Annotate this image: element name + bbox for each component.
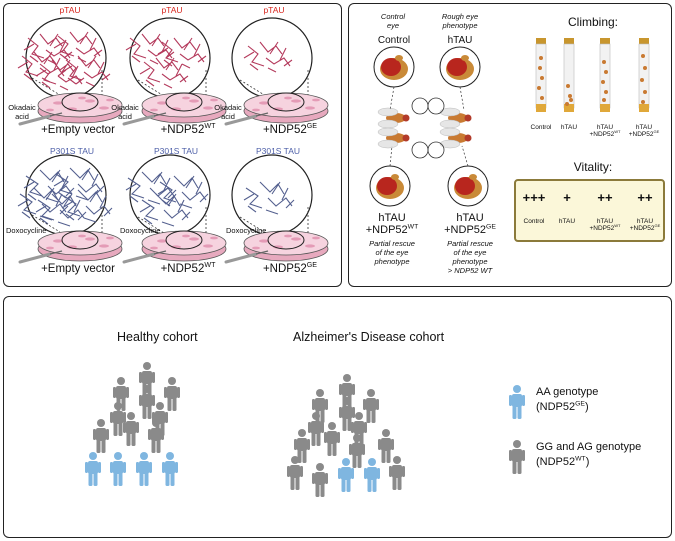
fly-control-label: Control [377,35,411,46]
ad-cohort-title: Alzheimer's Disease cohort [293,330,445,344]
fly-bottom-left-note: Partial rescue of the eye phenotype [369,239,415,266]
p301s-label-1: P301S TAU [49,146,95,156]
control-eye-caption: Control eye [380,12,406,30]
healthy-cohort-people [93,362,180,453]
vitality-group-ge: hTAU+NDP52GE [629,218,661,233]
climbing-title: Climbing: [567,15,619,29]
okadaic-acid-label-2: Okadaic acid [111,103,139,121]
ptau-label-2: pTAU [161,5,183,15]
vitality-box [514,179,665,242]
fly-htau-label: hTAU [447,35,473,46]
fly-bottom-right-note: Partial rescue of the eye phenotype > ND… [447,239,493,275]
healthy-cohort-title: Healthy cohort [117,330,198,344]
legend-aa-genotype: AA genotype (NDP52GE) [536,386,599,413]
okadaic-acid-label-3: Okadaic acid [214,103,242,121]
legend-aa-person-icon [509,385,525,419]
climbing-group-ge: hTAU+NDP52GE [628,124,660,139]
climbing-group-wt: hTAU+NDP52WT [589,124,621,139]
vitality-score-control: +++ [522,190,546,205]
vitality-group-control: Control [523,218,545,225]
ptau-label-1: pTAU [59,5,81,15]
vitality-score-wt: ++ [597,190,613,205]
row1-condition-2: +NDP52WT [160,122,216,136]
vitality-score-htau: + [563,190,571,205]
doxocycline-label-1: Doxocycline [6,226,47,235]
climbing-group-htau: hTAU [560,124,578,131]
row2-condition-1: +Empty vector [41,263,115,275]
doxocycline-label-3: Doxocycline [226,226,267,235]
climbing-group-control: Control [530,124,552,131]
row1-col2 [122,17,227,126]
row1-col1 [17,17,123,126]
row2-condition-3: +NDP52GE [262,261,318,275]
healthy-cohort-aa-people [85,452,178,486]
vitality-group-htau: hTAU [558,218,576,225]
row2-condition-2: +NDP52WT [160,261,216,275]
row2-col2 [122,154,227,264]
fly-bottom-right-label: hTAU +NDP52GE [444,212,496,237]
row2-col3 [224,154,329,264]
legend-gg-ag-genotype: GG and AG genotype (NDP52WT) [536,441,642,468]
p301s-label-2: P301S TAU [153,146,199,156]
vitality-score-ge: ++ [637,190,653,205]
okadaic-acid-label-1: Okadaic acid [8,103,36,121]
p301s-label-3: P301S TAU [255,146,301,156]
doxocycline-label-2: Doxocycline [120,226,161,235]
legend-gg-person-icon [509,440,525,474]
vitality-group-wt: hTAU+NDP52WT [589,218,621,233]
row1-condition-1: +Empty vector [41,124,115,136]
rough-eye-caption: Rough eye phenotype [441,12,479,30]
ptau-label-3: pTAU [263,5,285,15]
row1-col3 [224,17,329,126]
row1-condition-3: +NDP52GE [262,122,318,136]
row2-col1 [17,154,123,264]
fly-bottom-left-label: hTAU +NDP52WT [365,212,419,237]
vitality-title: Vitality: [573,160,613,174]
